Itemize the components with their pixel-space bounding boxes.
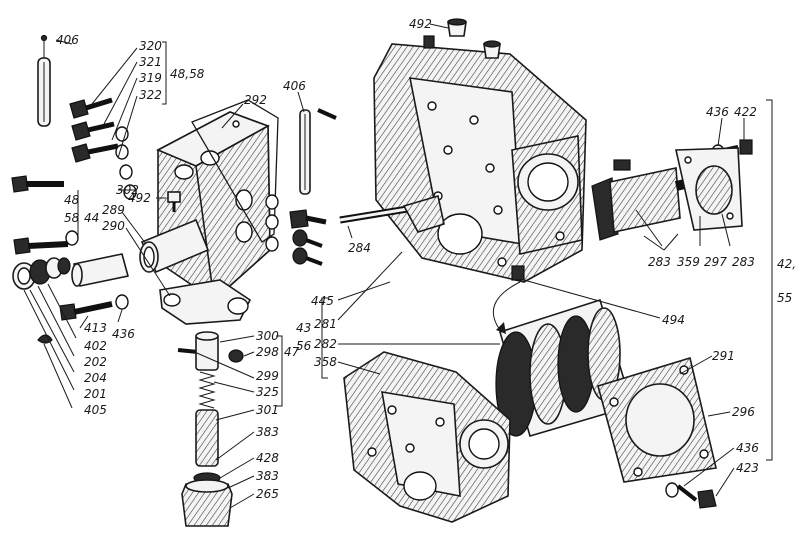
label-42: 42, <box>777 257 796 271</box>
screws-center-left <box>289 209 327 266</box>
label-359: 359 <box>677 255 700 269</box>
washer-436-left <box>115 294 129 310</box>
label-321: 321 <box>139 55 162 69</box>
label-43: 43 <box>296 321 311 335</box>
label-423: 423 <box>736 461 759 475</box>
label-325: 325 <box>256 385 279 399</box>
bolt-48-58 <box>11 175 64 193</box>
bolt-423 <box>676 484 717 509</box>
label-383-lower: 383 <box>256 469 279 483</box>
valve-stack-298-265 <box>177 331 244 527</box>
label-406: 406 <box>56 33 79 47</box>
bolt-413 <box>59 301 113 321</box>
label-48-58-upper: 48,58 <box>170 67 205 81</box>
label-300: 300 <box>256 329 279 343</box>
o-rings-right-of-body <box>265 194 279 252</box>
callout-labels: 406 320 321 319 322 48,58 292 406 492 43… <box>56 17 796 501</box>
pin-406-left <box>37 34 51 127</box>
label-492-top: 492 <box>409 17 432 31</box>
label-436-lower-right: 436 <box>736 441 759 455</box>
label-284: 284 <box>348 241 371 255</box>
small-bolt-492-left <box>167 191 181 212</box>
label-302: 302 <box>116 183 139 197</box>
label-296: 296 <box>732 405 755 419</box>
label-265: 265 <box>256 487 279 501</box>
label-422: 422 <box>734 105 757 119</box>
label-436-left: 436 <box>112 327 135 341</box>
leader-lines <box>23 23 773 509</box>
gasket-292 <box>191 99 279 243</box>
label-44: 44 <box>84 211 99 225</box>
label-290: 290 <box>102 219 125 233</box>
pin-406-center <box>299 109 311 195</box>
shaft-284 <box>339 194 445 233</box>
label-301: 301 <box>256 403 279 417</box>
label-402: 402 <box>84 339 107 353</box>
housing-358 <box>343 351 511 523</box>
label-292: 292 <box>244 93 267 107</box>
label-299: 299 <box>256 369 279 383</box>
label-428: 428 <box>256 451 279 465</box>
label-436-upper-right: 436 <box>706 105 729 119</box>
small-pin-center <box>317 108 337 120</box>
label-201: 201 <box>84 387 107 401</box>
label-494: 494 <box>662 313 685 327</box>
label-56: 56 <box>296 339 312 353</box>
label-383-upper: 383 <box>256 425 279 439</box>
label-413: 413 <box>84 321 107 335</box>
label-204: 204 <box>84 371 107 385</box>
label-58: 58 <box>64 211 80 225</box>
lever-arm-290 <box>159 279 252 325</box>
label-281: 281 <box>314 317 337 331</box>
label-283-right: 283 <box>732 255 755 269</box>
cover-296 <box>597 356 717 483</box>
label-358: 358 <box>314 355 337 369</box>
cap-stack-201-204 <box>12 257 71 290</box>
label-319: 319 <box>139 71 162 85</box>
label-492-left: 492 <box>128 191 151 205</box>
label-297: 297 <box>704 255 727 269</box>
label-298: 298 <box>256 345 279 359</box>
label-291: 291 <box>712 349 735 363</box>
bolts-320-322 <box>69 97 119 163</box>
label-320: 320 <box>139 39 162 53</box>
shaft-gear-359-297 <box>591 147 743 241</box>
label-48: 48 <box>64 193 80 207</box>
label-289: 289 <box>102 203 125 217</box>
label-202: 202 <box>84 355 107 369</box>
washers-320-322 <box>115 126 137 200</box>
key-405 <box>37 334 53 344</box>
washer-small-left <box>65 230 79 246</box>
plug-494 <box>511 265 525 281</box>
label-406-center: 406 <box>283 79 306 93</box>
label-282: 282 <box>314 337 337 351</box>
label-322: 322 <box>139 88 162 102</box>
label-283-left: 283 <box>648 255 671 269</box>
plunger-cylinder <box>71 253 129 287</box>
label-445: 445 <box>311 294 334 308</box>
label-405: 405 <box>84 403 107 417</box>
main-housing <box>373 43 587 283</box>
sleeve-pin-right <box>613 159 631 171</box>
plugs-492-top <box>423 18 501 59</box>
label-55: 55 <box>777 291 792 305</box>
bolt-left-mid <box>13 237 69 255</box>
shaft-291 <box>495 298 633 437</box>
sleeve-289 <box>139 218 210 274</box>
washer-436-lower-right <box>665 482 679 498</box>
label-47: 47 <box>284 345 300 359</box>
